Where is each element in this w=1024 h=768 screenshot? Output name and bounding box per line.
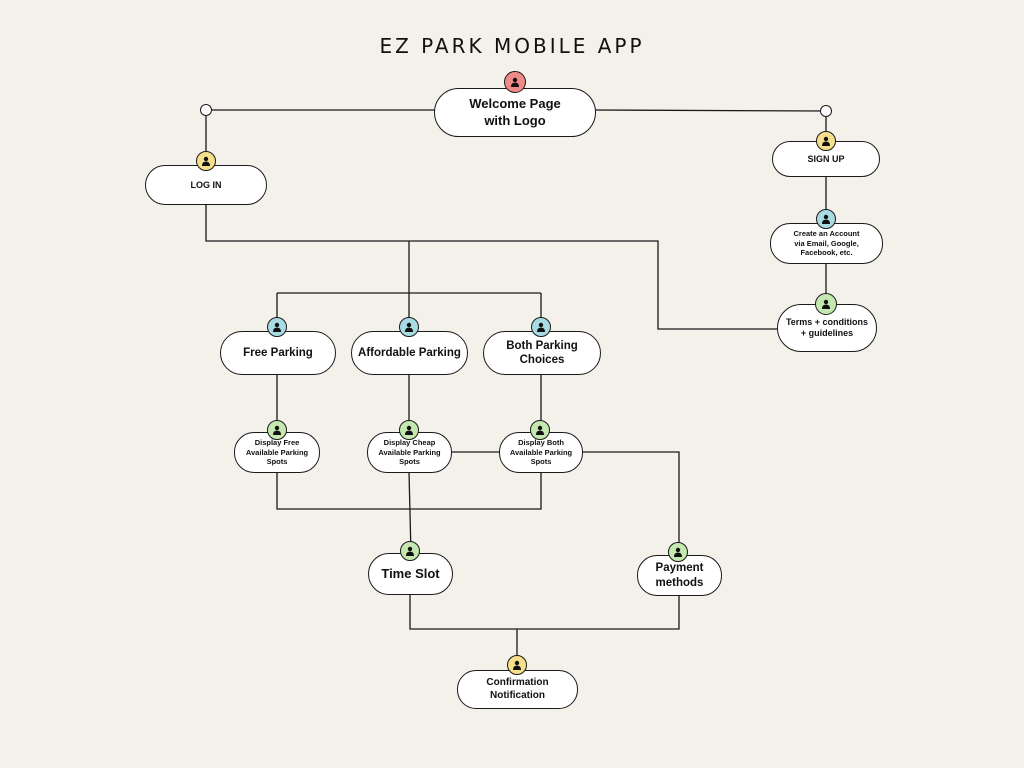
signup-node: SIGN UP (772, 141, 880, 177)
user-icon (531, 317, 551, 337)
user-icon (504, 71, 526, 93)
login-node: LOG IN (145, 165, 267, 205)
connector-ring-left (200, 104, 212, 116)
free-parking-node: Free Parking (220, 331, 336, 375)
connector-to-confirmation (409, 594, 680, 671)
affordable-parking-node: Affordable Parking (351, 331, 468, 375)
connector-login-trunk (205, 204, 778, 330)
connector-ring-right (820, 105, 832, 117)
both-parking-node: Both Parking Choices (483, 331, 601, 375)
user-icon (267, 317, 287, 337)
user-icon (196, 151, 216, 171)
user-icon (815, 293, 837, 315)
user-icon (816, 209, 836, 229)
create-account-node: Create an Account via Email, Google, Fac… (770, 223, 883, 264)
user-icon (668, 542, 688, 562)
user-icon (400, 541, 420, 561)
user-icon (507, 655, 527, 675)
user-icon (399, 317, 419, 337)
user-icon (267, 420, 287, 440)
user-icon (816, 131, 836, 151)
page-title: EZ PARK MOBILE APP (379, 34, 645, 58)
welcome-page-node: Welcome Page with Logo (434, 88, 596, 137)
user-icon (530, 420, 550, 440)
connector-welcome-right (593, 109, 827, 112)
connector-display-both-to-payment (582, 451, 680, 556)
connector-displays-bottom (276, 472, 542, 510)
connector-to-timeslot (408, 471, 412, 555)
user-icon (399, 420, 419, 440)
confirmation-node: Confirmation Notification (457, 670, 578, 709)
